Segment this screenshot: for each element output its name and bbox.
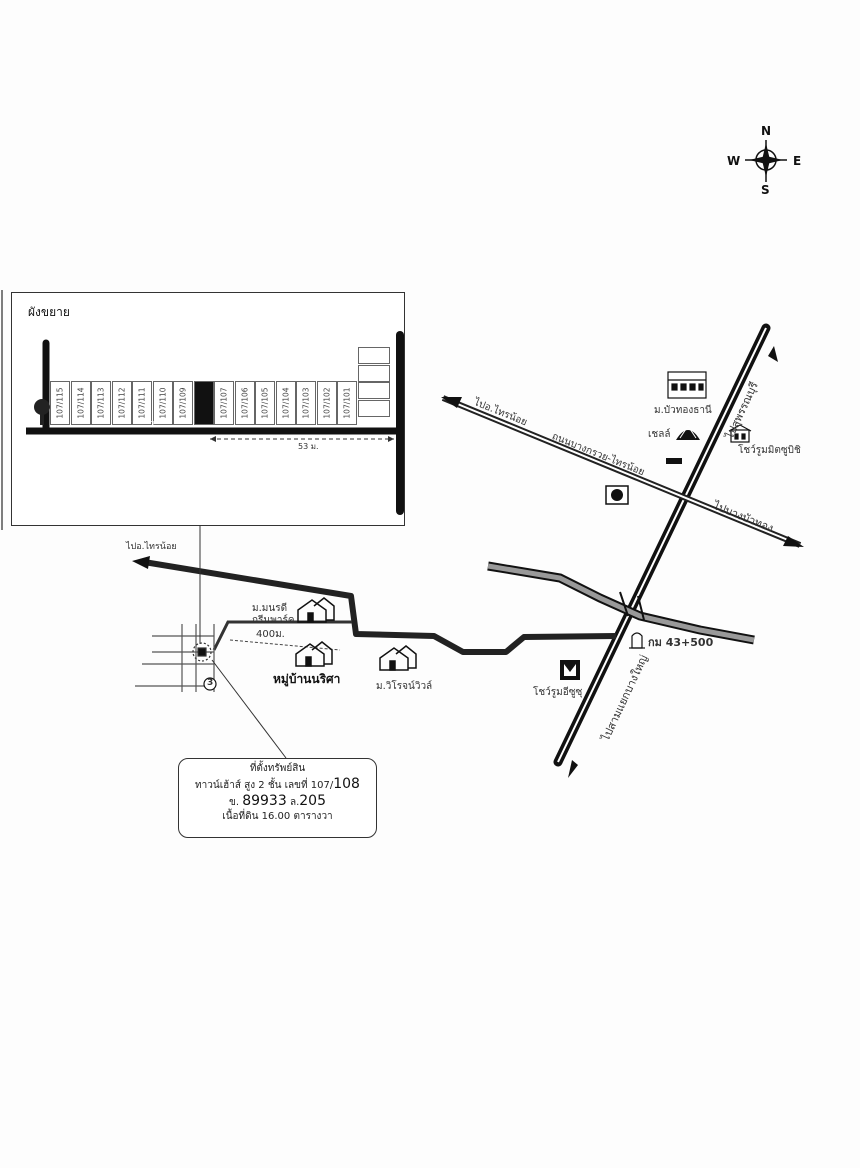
shell-logo-icon <box>676 425 700 440</box>
label-km-marker: กม 43+500 <box>648 636 714 649</box>
lot-cell: 107/104 <box>275 381 296 425</box>
lot-cell: 107/113 <box>91 381 111 425</box>
compass-west: W <box>727 154 741 168</box>
lot-stack <box>358 347 390 417</box>
label-mitsubishi: โชว์รูมมิตซูบิชิ <box>738 445 801 456</box>
lot-cell: 107/109 <box>173 381 193 425</box>
bridge-mark <box>637 595 645 621</box>
inset-plan: ผังขยาย 107/115 107/114 107/113 107/112 … <box>11 292 405 526</box>
compass-south: S <box>761 183 770 197</box>
village-house-icon <box>297 597 335 623</box>
arrow-to-phrai-noi-icon <box>441 397 462 408</box>
lot-stack-cell <box>358 382 390 399</box>
lot-stack-cell <box>358 399 390 417</box>
arrow-to-bang-yai-icon <box>568 760 578 778</box>
info-line-2: ทาวน์เฮ้าส์ สูง 2 ชั้น เลขที่ 107/108 <box>195 775 360 792</box>
tree-icon <box>34 399 50 425</box>
lot-cell: 107/101 <box>337 381 357 425</box>
lot-cell: 107/102 <box>316 381 337 425</box>
marker-3-circle <box>203 677 217 691</box>
village-house-icon <box>379 645 417 671</box>
lot-cell: 107/103 <box>296 381 316 425</box>
route-road <box>143 559 617 655</box>
label-nirisa: หมู่บ้านนริศา <box>273 672 341 686</box>
label-bua-thong-thani: ม.บัวทองธานี <box>654 405 712 416</box>
compass-east: E <box>793 154 802 168</box>
lot-cell: 107/105 <box>255 381 275 425</box>
label-distance-400: 400ม. <box>256 629 285 640</box>
compass-rose-icon <box>745 140 787 182</box>
compass-north: N <box>761 124 772 138</box>
lot-cell: 107/112 <box>111 381 132 425</box>
bang-kruai-sai-noi-road <box>441 395 802 548</box>
lot-stack-cell <box>358 364 390 382</box>
lot-cell: 107/114 <box>70 381 91 425</box>
distance-400-line <box>229 639 341 651</box>
property-marker <box>192 642 212 662</box>
lot-stack-cell <box>358 347 390 364</box>
label-marker-3: 3 <box>207 678 214 688</box>
info-callout-line <box>211 659 287 759</box>
arrow-to-phrai-noi-left-icon <box>132 556 150 569</box>
isuzu-showroom-icon <box>560 660 580 680</box>
info-title: ที่ตั้งทรัพย์สิน <box>249 763 306 774</box>
bua-thong-thani-building-icon <box>667 371 707 399</box>
bridge-mark <box>619 591 629 617</box>
lot-cell: 107/107 <box>214 381 234 425</box>
property-info-box: ที่ตั้งทรัพย์สิน ทาวน์เฮ้าส์ สูง 2 ชั้น … <box>178 758 377 838</box>
label-manorot-1: ม.มนรดี <box>252 603 288 614</box>
label-manorot-2: กรีนพาร์ค <box>252 615 295 626</box>
arrow-to-bang-bua-thong-icon <box>783 536 804 547</box>
street-grid <box>135 624 215 692</box>
lot-cell: 107/111 <box>132 381 152 425</box>
village-house-icon <box>295 641 333 667</box>
inset-distance: 53 ม. <box>298 442 319 451</box>
lot-cell: 107/106 <box>234 381 255 425</box>
lot-cell-highlighted <box>193 381 214 425</box>
inset-road-number: 2 <box>150 420 156 429</box>
label-isuzu: โชว์รูมอีซูซุ <box>533 687 583 698</box>
arrow-to-suphanburi-icon <box>768 346 778 362</box>
gas-station-icon <box>605 485 629 505</box>
km-marker-icon <box>629 632 645 649</box>
lot-cell: 107/115 <box>50 381 70 425</box>
lot-row: 107/115 107/114 107/113 107/112 107/111 … <box>50 381 358 425</box>
main-highway <box>553 323 771 767</box>
label-shell: เชลล์ <box>648 429 671 440</box>
mitsubishi-showroom-icon <box>728 424 752 443</box>
info-line-3: ข. 89933 ล.205 <box>229 793 326 809</box>
info-line-4: เนื้อที่ดิน 16.00 ตารางวา <box>222 810 333 822</box>
bus-stop-icon <box>666 458 682 464</box>
inset-title: ผังขยาย <box>28 305 70 319</box>
label-wiroj: ม.วิโรจน์วิวล์ <box>376 681 433 692</box>
lot-cell: 107/110 <box>152 381 173 425</box>
inset-roads <box>26 331 404 515</box>
label-to-phrai-noi-left: ไปอ.ไทรน้อย <box>126 542 177 552</box>
